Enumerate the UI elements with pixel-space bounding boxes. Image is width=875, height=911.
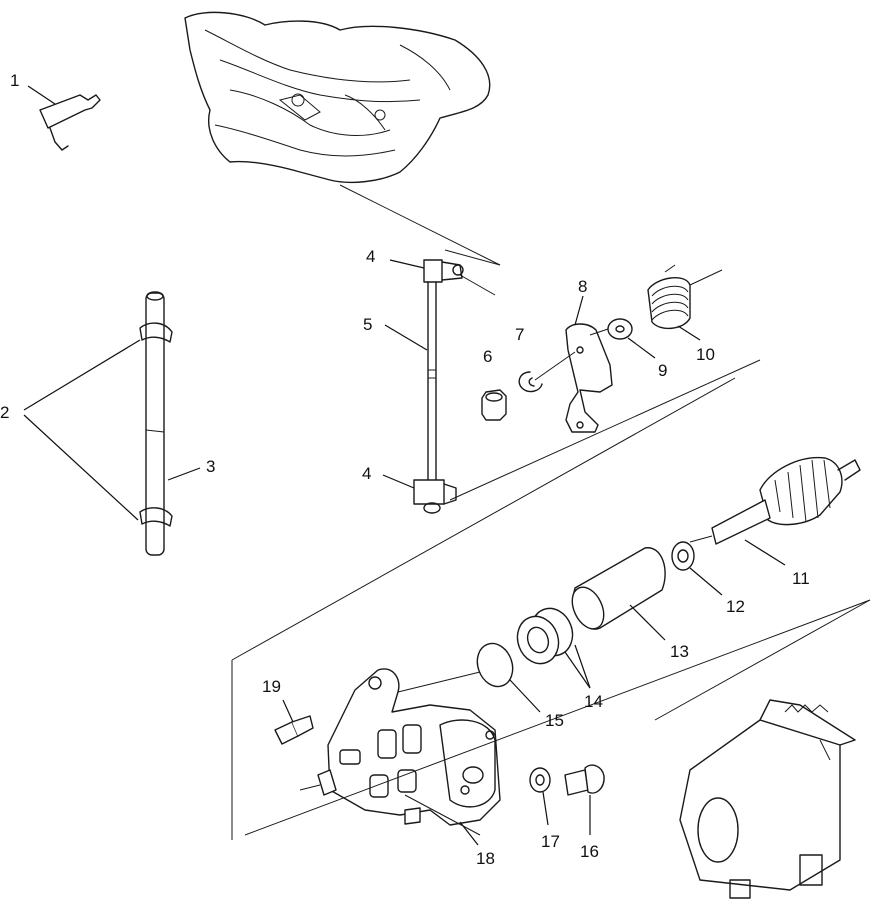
callout-12: 12 [726,597,745,616]
callout-5: 5 [363,315,373,334]
guide-lines [231,359,871,840]
part-9-washer [607,318,656,359]
callout-19: 19 [262,677,281,696]
callout-7: 7 [515,325,525,344]
part-18-pump-body [299,668,501,846]
callout-6: 6 [483,347,493,366]
part-15-oring [476,642,541,713]
callout-10: 10 [696,345,715,364]
part-10-spring [647,264,723,341]
callout-13: 13 [670,642,689,661]
part-17-washer [529,767,551,826]
callout-18: 18 [476,849,495,868]
part-12-washer [671,541,723,596]
callout-2: 2 [0,403,10,422]
part-3-shaft [23,291,201,556]
callout-16: 16 [580,842,599,861]
part-8-bracket [534,295,621,433]
engine-block-outline [679,699,856,899]
callout-11: 11 [792,569,810,588]
callout-4-top: 4 [366,247,376,266]
part-14-seals [516,607,591,689]
part-16-plug [564,764,605,835]
callout-8: 8 [578,277,588,296]
part-7-washer [518,371,543,393]
part-6-nut [481,389,507,421]
callout-17: 17 [541,832,560,851]
part-19-bolt [274,699,314,745]
part-5-rod [382,249,501,514]
callout-9: 9 [658,361,668,380]
callout-14: 14 [584,692,603,711]
callout-15: 15 [545,711,564,730]
callout-4-bottom: 4 [362,464,372,483]
part-13-sleeve [571,547,666,641]
callout-1: 1 [10,71,20,90]
callout-3: 3 [206,457,216,476]
part-1-fitting [27,85,101,151]
part-11-gear-shaft [689,456,861,566]
engine-top-outline [184,11,501,266]
